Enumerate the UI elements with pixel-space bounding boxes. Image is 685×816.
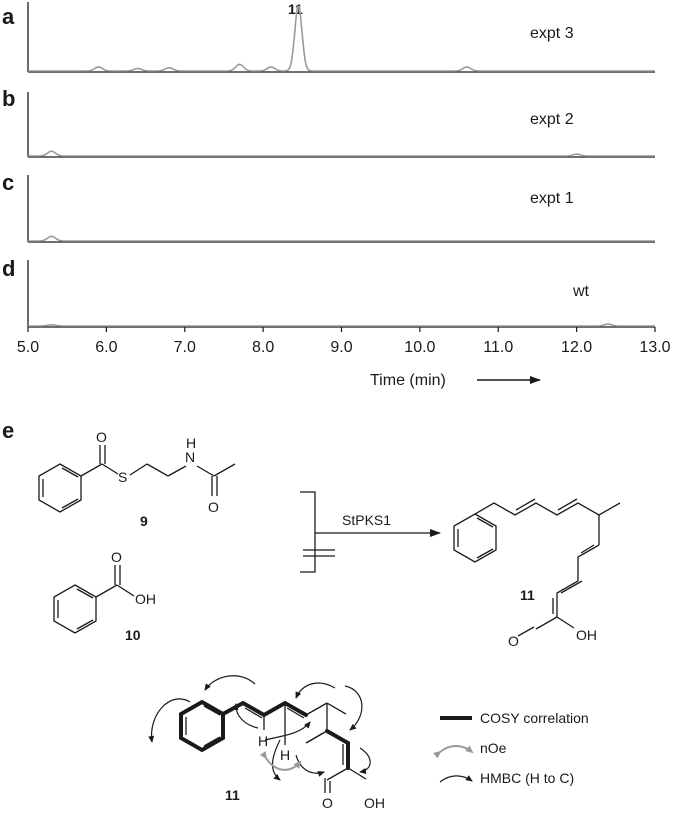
panel-letter-e: e	[2, 418, 14, 443]
trace-label-a: expt 3	[530, 25, 574, 42]
atom-O: O	[111, 549, 122, 565]
hmbc-legend-swatch	[439, 775, 473, 783]
atom-OH: OH	[576, 627, 597, 643]
trace-panel-a: a expt 3 11	[2, 1, 655, 73]
chromatogram-trace	[28, 323, 655, 327]
trace-label-c: expt 1	[530, 190, 574, 207]
benzene-ring-10	[53, 584, 97, 634]
atom-S: S	[118, 469, 127, 485]
panel-letter-b: b	[2, 86, 15, 111]
noe-legend-swatch	[433, 745, 474, 759]
trace-label-b: expt 2	[530, 111, 574, 128]
compound-label-10: 10	[125, 627, 141, 643]
panel-letter-a: a	[2, 4, 15, 29]
chromatogram-trace	[28, 5, 655, 72]
compound-label-11-nmr: 11	[225, 787, 240, 803]
nmr-correlation-structure: O OH H H 11	[148, 675, 385, 811]
x-tick-label: 10.0	[404, 339, 435, 356]
compound-10-structure: O OH 10	[53, 549, 156, 643]
hmbc-arrow	[295, 754, 325, 777]
trace-panel-d: d wt	[2, 256, 655, 328]
atom-N: N	[185, 449, 195, 465]
chromatograms: a expt 3 11 b expt 2 c expt 1 d wt 5.0 6.…	[2, 1, 671, 389]
legend-noe: nOe	[480, 740, 507, 756]
atom-OH: OH	[135, 591, 156, 607]
panel-letter-c: c	[2, 170, 14, 195]
trace-lines	[28, 5, 655, 327]
hmbc-arrow	[232, 703, 259, 729]
compound-9-structure: O S N H O 9	[38, 429, 236, 529]
legend-cosy: COSY correlation	[480, 710, 589, 726]
reaction-scheme: e O S N H O 9	[2, 418, 621, 811]
atom-O: O	[322, 795, 333, 811]
benzene-ring-9	[38, 463, 82, 513]
chromatogram-trace	[28, 235, 655, 242]
trace-panel-c: c expt 1	[2, 170, 655, 243]
x-tick-label: 6.0	[95, 339, 117, 356]
compound-11-structure: O OH 11	[453, 498, 621, 649]
hmbc-arrow	[204, 675, 256, 691]
x-axis-ticks: 5.0 6.0 7.0 8.0 9.0 10.0 11.0 12.0 13.0	[17, 327, 671, 356]
x-tick-label: 5.0	[17, 339, 39, 356]
hmbc-arrow	[148, 698, 191, 743]
enzyme-label: StPKS1	[342, 512, 391, 528]
hmbc-arrow	[344, 685, 363, 731]
compound-label-9: 9	[140, 513, 148, 529]
cosy-acid-chain	[325, 729, 350, 770]
legend-hmbc: HMBC (H to C)	[480, 770, 574, 786]
legend: COSY correlation nOe HMBC (H to C)	[433, 710, 589, 786]
x-tick-label: 8.0	[252, 339, 274, 356]
hmbc-arrow	[264, 721, 311, 741]
reaction-arrow: StPKS1	[300, 491, 441, 573]
atom-H: H	[280, 747, 290, 763]
panel-letter-d: d	[2, 256, 15, 281]
x-axis-title: Time (min)	[370, 372, 446, 389]
hmbc-arrow	[359, 747, 371, 774]
trace-label-d: wt	[572, 283, 590, 300]
x-tick-label: 13.0	[639, 339, 670, 356]
hmbc-arrow	[295, 682, 336, 699]
benzene-ring-11	[453, 513, 497, 563]
noe-arrow	[259, 751, 302, 771]
x-tick-label: 9.0	[330, 339, 352, 356]
compound-label-11: 11	[520, 587, 535, 603]
atom-O: O	[208, 499, 219, 515]
x-tick-label: 12.0	[561, 339, 592, 356]
atom-O: O	[96, 429, 107, 445]
x-tick-label: 11.0	[483, 339, 513, 356]
chromatogram-trace	[28, 150, 655, 157]
benzene-ring-cosy	[179, 699, 225, 753]
reactant-bracket	[300, 491, 316, 573]
trace-panel-b: b expt 2	[2, 86, 655, 158]
atom-OH: OH	[364, 795, 385, 811]
x-tick-label: 7.0	[174, 339, 196, 356]
hmbc-arrow	[271, 739, 281, 781]
atom-O: O	[508, 633, 519, 649]
atom-H: H	[258, 733, 268, 749]
atom-H: H	[186, 435, 196, 451]
